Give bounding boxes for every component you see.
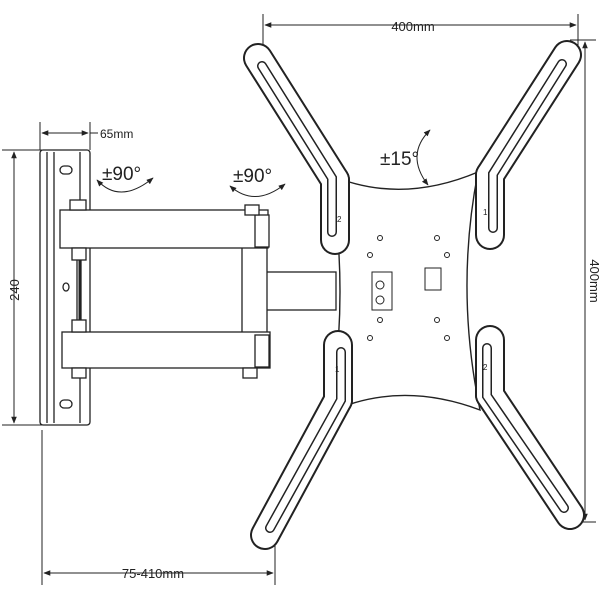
arm-mark: 2 <box>483 363 488 372</box>
wall-plate <box>39 149 91 426</box>
wall-swivel-label: ±90° <box>102 164 141 185</box>
top-width-label: 400mm <box>391 19 434 34</box>
rotation-arrows <box>96 129 431 197</box>
arm-swivel-label: ±90° <box>233 166 272 187</box>
right-height-label: 400mm <box>587 259 600 302</box>
wall-plate-height-label: 240 <box>7 279 22 301</box>
wall-plate-depth-label: 65mm <box>100 127 133 141</box>
arm-mark: 1 <box>335 365 340 374</box>
extension-label: 75-410mm <box>122 566 184 581</box>
dimension-lines <box>2 14 596 585</box>
tv-bracket <box>243 40 585 550</box>
swing-arms <box>59 199 337 379</box>
arm-mark: 2 <box>337 215 342 224</box>
arm-mark: 1 <box>483 208 488 217</box>
tilt-rotation-label: ±15° <box>380 149 419 170</box>
